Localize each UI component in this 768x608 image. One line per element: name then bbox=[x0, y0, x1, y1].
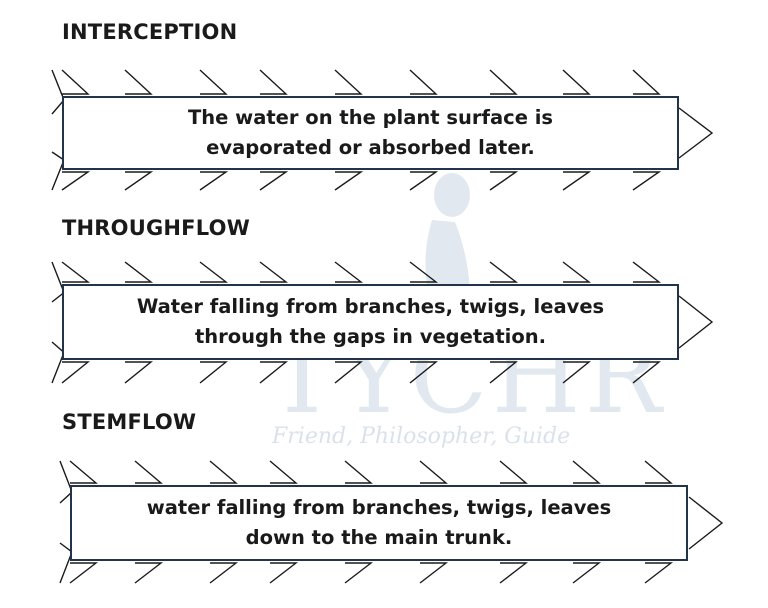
throughflow-top-barb-1 bbox=[124, 261, 154, 283]
interception-top-barb-2 bbox=[199, 69, 228, 95]
stemflow-bottom-barb-8 bbox=[644, 562, 674, 584]
interception-arrow-head bbox=[678, 107, 714, 159]
interception-bottom-barb-6 bbox=[489, 171, 519, 191]
throughflow-bottom-barb-4 bbox=[334, 361, 363, 384]
interception-bottom-barb-1 bbox=[124, 171, 154, 191]
throughflow-bottom-barb-2 bbox=[199, 361, 228, 384]
stemflow-bottom-barb-6 bbox=[499, 562, 529, 584]
interception-top-barb-5 bbox=[409, 69, 438, 95]
throughflow-top-barb-5 bbox=[409, 261, 439, 283]
throughflow-top-barb-6 bbox=[489, 261, 519, 283]
throughflow-arrow-head bbox=[678, 295, 714, 349]
stemflow-top-barb-5 bbox=[419, 460, 448, 484]
throughflow-top-barb-0 bbox=[61, 261, 91, 283]
interception-top-barb-6 bbox=[489, 69, 518, 95]
interception-top-barb-3 bbox=[259, 69, 288, 95]
throughflow-bottom-barb-3 bbox=[259, 361, 288, 384]
throughflow-bottom-barb-0 bbox=[61, 361, 90, 384]
stemflow-bottom-barb-7 bbox=[572, 562, 602, 584]
stemflow-bottom-barb-2 bbox=[209, 562, 239, 584]
throughflow-bottom-barb-1 bbox=[124, 361, 153, 384]
interception-line-2: evaporated or absorbed later. bbox=[206, 136, 535, 159]
stemflow-text: water falling from branches, twigs, leav… bbox=[147, 493, 612, 553]
interception-top-barb-1 bbox=[124, 69, 153, 95]
stemflow-top-barb-0 bbox=[69, 460, 98, 484]
stemflow-bottom-barb-1 bbox=[134, 562, 164, 584]
stemflow-bottom-barb-5 bbox=[419, 562, 449, 584]
interception-top-barb-0 bbox=[61, 69, 90, 95]
stemflow-line-2: down to the main trunk. bbox=[245, 526, 513, 549]
stemflow-top-barb-8 bbox=[644, 460, 673, 484]
interception-bottom-barb-0 bbox=[61, 171, 91, 191]
stemflow-top-barb-4 bbox=[344, 460, 373, 484]
stemflow-top-barb-2 bbox=[209, 460, 238, 484]
stemflow-box: water falling from branches, twigs, leav… bbox=[70, 485, 688, 561]
stemflow-bottom-barb-4 bbox=[344, 562, 374, 584]
section-title-throughflow: THROUGHFLOW bbox=[62, 216, 250, 240]
interception-bottom-barb-2 bbox=[199, 171, 229, 191]
interception-line-1: The water on the plant surface is bbox=[187, 106, 553, 129]
interception-bottom-barb-3 bbox=[259, 171, 289, 191]
throughflow-bottom-barb-8 bbox=[632, 361, 661, 384]
stemflow-bottom-barb-3 bbox=[269, 562, 299, 584]
interception-bottom-barb-8 bbox=[632, 171, 662, 191]
throughflow-top-barb-3 bbox=[259, 261, 289, 283]
interception-top-barb-4 bbox=[334, 69, 363, 95]
throughflow-bottom-barb-5 bbox=[409, 361, 438, 384]
throughflow-top-barb-7 bbox=[562, 261, 592, 283]
interception-text: The water on the plant surface is evapor… bbox=[188, 103, 553, 163]
stemflow-top-barb-7 bbox=[572, 460, 601, 484]
throughflow-top-barb-4 bbox=[334, 261, 364, 283]
stemflow-top-barb-1 bbox=[134, 460, 163, 484]
throughflow-top-barb-2 bbox=[199, 261, 229, 283]
throughflow-line-1: Water falling from branches, twigs, leav… bbox=[136, 295, 605, 318]
interception-bottom-barb-7 bbox=[562, 171, 592, 191]
stemflow-top-barb-3 bbox=[269, 460, 298, 484]
throughflow-line-2: through the gaps in vegetation. bbox=[194, 325, 547, 348]
interception-top-barb-7 bbox=[562, 69, 591, 95]
interception-bottom-barb-5 bbox=[409, 171, 439, 191]
interception-top-barb-8 bbox=[632, 69, 661, 95]
section-title-stemflow: STEMFLOW bbox=[62, 410, 197, 434]
throughflow-bottom-barb-6 bbox=[489, 361, 518, 384]
stemflow-top-barb-6 bbox=[499, 460, 528, 484]
throughflow-bottom-barb-7 bbox=[562, 361, 591, 384]
throughflow-text: Water falling from branches, twigs, leav… bbox=[137, 292, 604, 352]
throughflow-top-barb-8 bbox=[632, 261, 662, 283]
stemflow-arrow-head bbox=[688, 496, 724, 550]
stemflow-line-1: water falling from branches, twigs, leav… bbox=[146, 496, 612, 519]
interception-bottom-barb-4 bbox=[334, 171, 364, 191]
throughflow-box: Water falling from branches, twigs, leav… bbox=[62, 284, 679, 360]
section-title-interception: INTERCEPTION bbox=[62, 20, 238, 44]
interception-box: The water on the plant surface is evapor… bbox=[62, 96, 679, 170]
stemflow-bottom-barb-0 bbox=[69, 562, 99, 584]
